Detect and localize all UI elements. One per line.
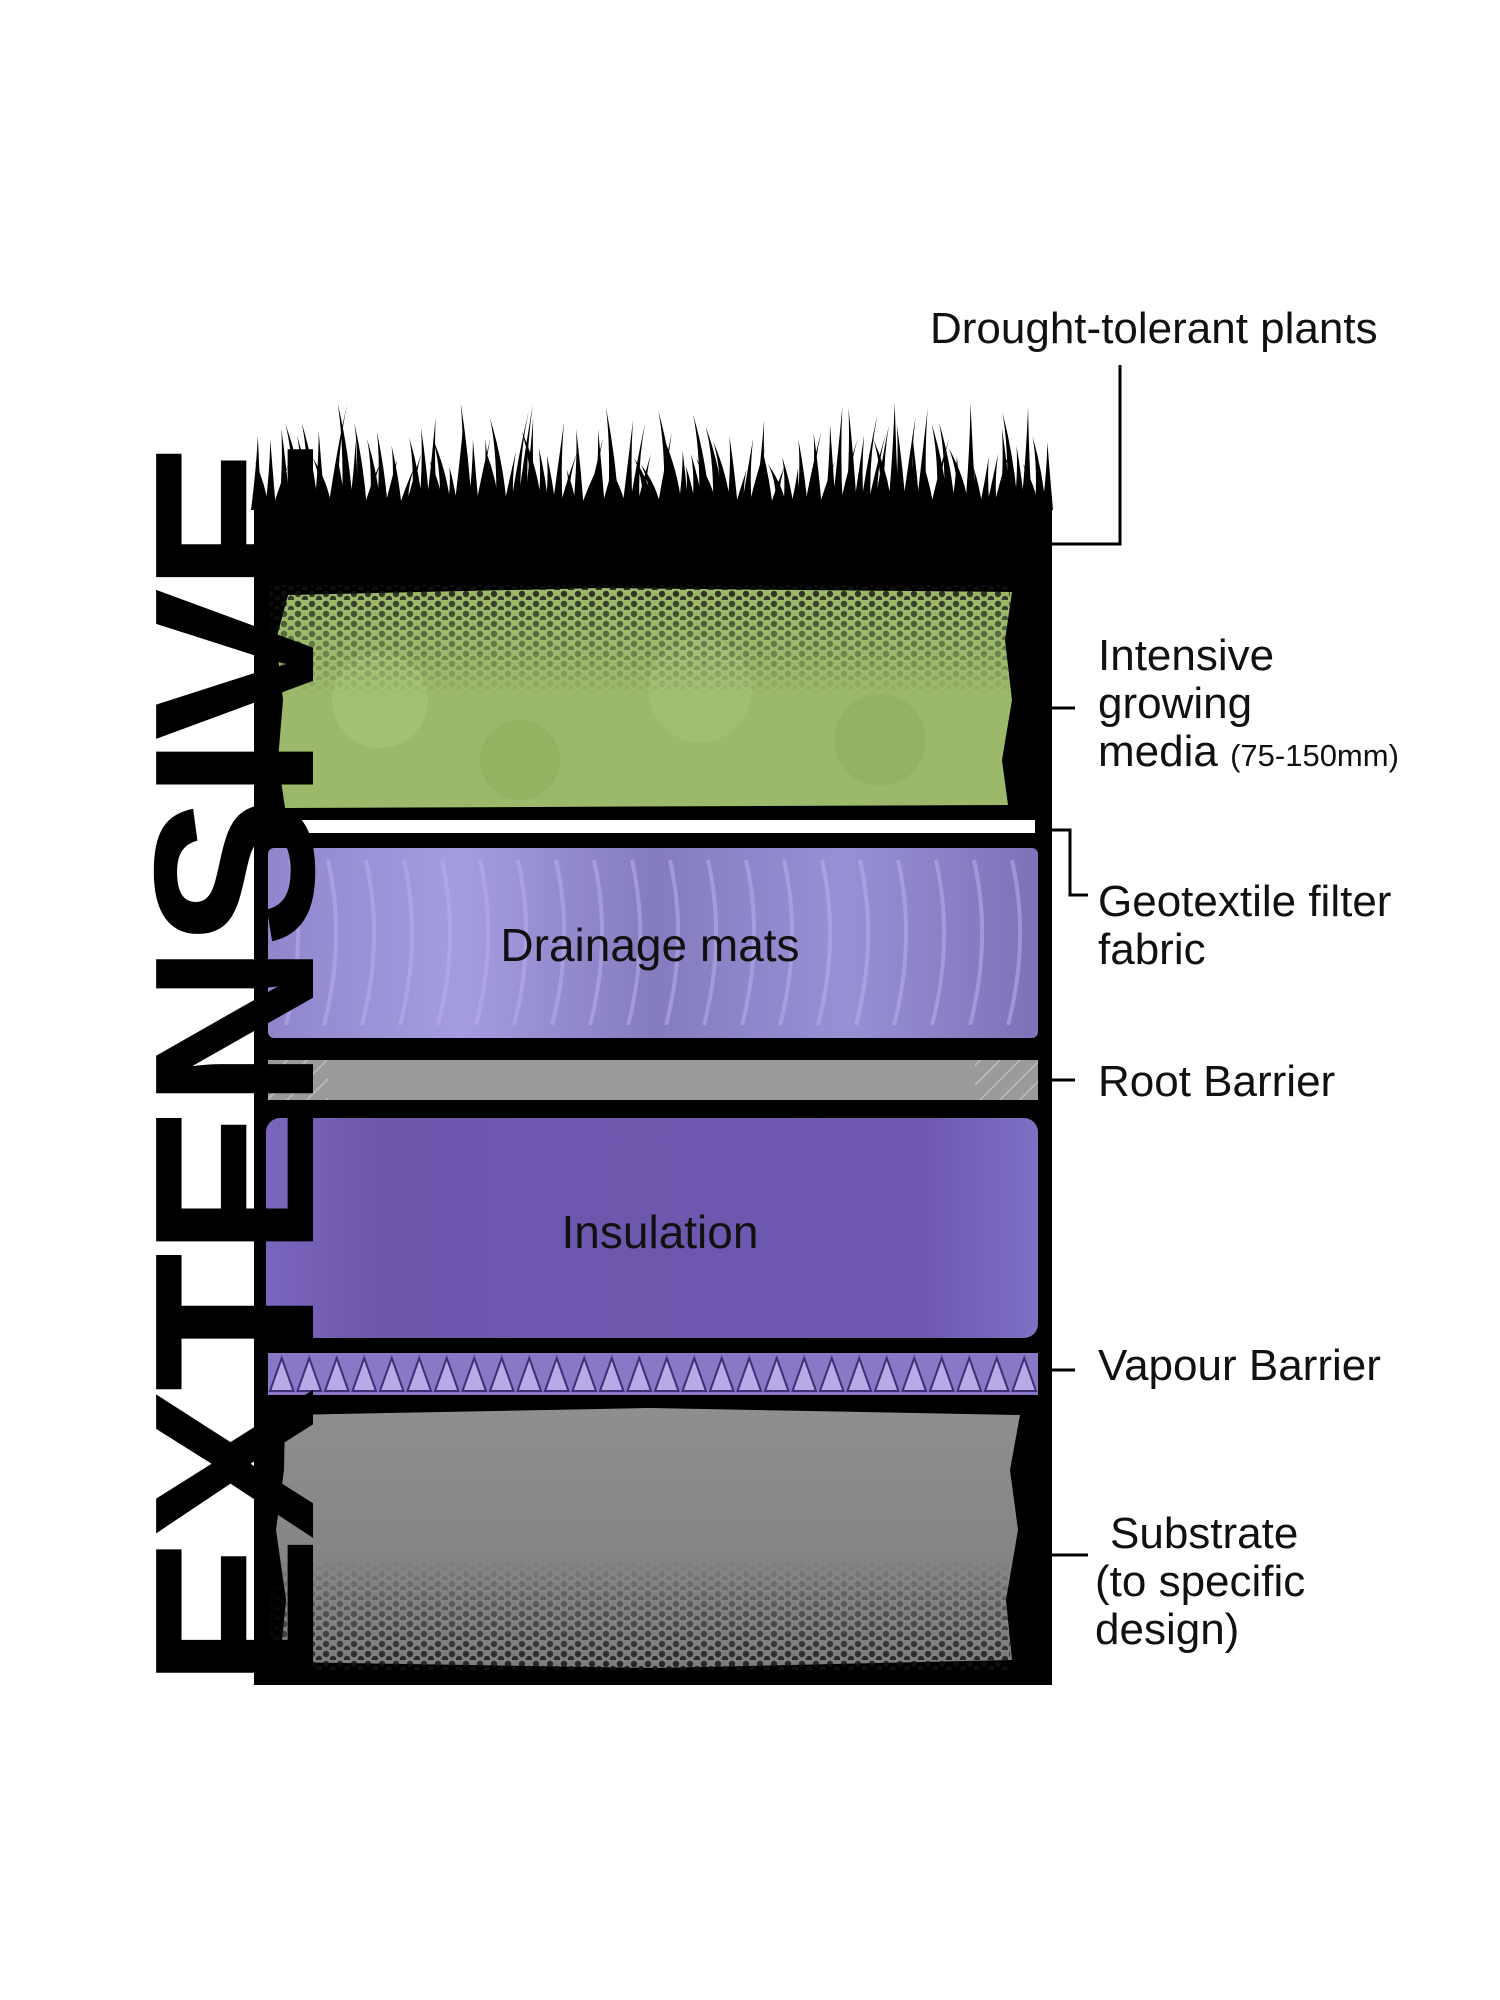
leader-plants	[1048, 365, 1122, 546]
vapour-barrier-layer	[268, 1353, 1038, 1395]
vapour-barrier-label: Vapour Barrier	[1098, 1341, 1381, 1390]
substrate-label: Substrate (to specific design)	[1095, 1509, 1306, 1654]
geotextile-label: Geotextile filter fabric	[1098, 877, 1392, 974]
geotextile-layer	[265, 820, 1035, 833]
plants-label: Drought-tolerant plants	[930, 304, 1378, 353]
insulation-layer	[266, 1118, 1038, 1338]
root-barrier-label: Root Barrier	[1098, 1057, 1336, 1106]
leader-lines	[1048, 365, 1122, 1557]
grass-icon	[251, 401, 1053, 510]
growing-media-label: Intensive growing media (75-150mm)	[1098, 631, 1399, 776]
diagram-title: EXTENSIVE	[108, 444, 362, 1688]
insulation-label: Insulation	[561, 1206, 759, 1258]
substrate-layer	[270, 1408, 1020, 1670]
drainage-layer	[268, 848, 1038, 1038]
drainage-label: Drainage mats	[500, 919, 800, 971]
growing-media-layer	[270, 585, 1012, 808]
leader-geotextile	[1050, 828, 1088, 897]
root-barrier-layer	[268, 1060, 1038, 1100]
